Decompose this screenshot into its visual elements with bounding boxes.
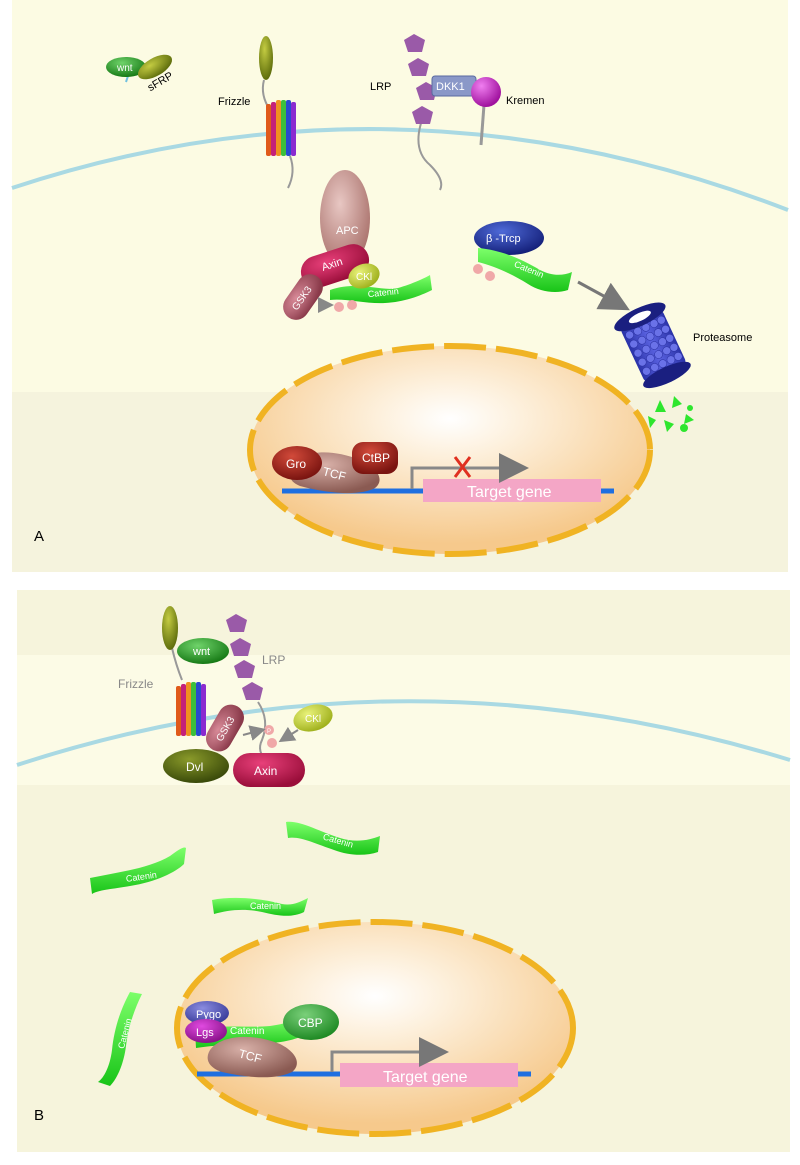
lrp-domain-4	[412, 106, 433, 124]
cbp-label: CBP	[298, 1016, 323, 1030]
kremen-protein	[471, 77, 501, 107]
catenin-a1-label: Catenin	[367, 286, 399, 299]
ckl-protein-b	[293, 704, 333, 732]
phospho-a4	[485, 271, 495, 281]
axin-label-b: Axin	[254, 764, 277, 778]
frizzle-label: Frizzle	[218, 96, 250, 108]
lgs-protein	[185, 1019, 227, 1043]
target-gene-a-label: Target gene	[467, 484, 552, 501]
catenin-a2	[478, 248, 572, 292]
lrp-domain-2	[408, 58, 429, 76]
transcription-arrow-a	[410, 453, 529, 489]
apc-protein	[320, 170, 370, 266]
frizzle-receptor-a: Frizzle	[218, 36, 296, 189]
proteasome: Proteasome	[614, 302, 752, 389]
ckl-label-b: CKl	[305, 714, 321, 725]
axin-protein-b	[233, 753, 305, 787]
tcf-protein-b	[207, 1036, 297, 1078]
catenin-nuclear-label: Catenin	[230, 1026, 264, 1037]
frizzle-receptor-b: Frizzle wnt	[118, 606, 229, 736]
phospho-a2	[347, 300, 357, 310]
frizzle-crd	[259, 36, 273, 80]
lrp-b-domain-2	[230, 638, 251, 656]
lrp-label-b: LRP	[262, 653, 285, 667]
proteasome-label: Proteasome	[693, 332, 752, 344]
gro-protein	[272, 446, 322, 480]
kremen-label: Kremen	[506, 95, 545, 107]
wnt-ligand-b	[177, 638, 229, 664]
panel-b-letter: B	[34, 1107, 44, 1124]
catenin-fragments	[648, 396, 694, 432]
panel-b: Frizzle wnt LRP P GSK3 CKl Dvl	[16, 590, 791, 1152]
btrcp-label: β -Trcp	[486, 233, 521, 245]
frizzle-crd-b	[162, 606, 178, 650]
ckl-label: CKl	[356, 272, 372, 283]
phospho-a3	[473, 264, 483, 274]
lrp-tail	[417, 119, 443, 191]
phospho-b1	[264, 725, 274, 735]
lrp-b-domain-3	[234, 660, 255, 678]
lrp-dkk1-kremen-complex: LRP DKK1 Kremen	[370, 34, 545, 191]
panel-a-letter: A	[34, 528, 44, 545]
lgs-label: Lgs	[196, 1027, 214, 1039]
cell-membrane-b	[16, 699, 791, 767]
lrp-domain-1	[404, 34, 425, 52]
catenin-free-2	[286, 821, 380, 855]
lrp-b-domain-1	[226, 614, 247, 632]
tcf-label-a: TCF	[321, 464, 347, 484]
dvl-protein	[163, 749, 229, 783]
blocked-x-icon	[453, 456, 472, 478]
nucleus-b: Target gene Catenin TCF Pygo Lgs CBP	[174, 919, 576, 1137]
gsk3-protein	[283, 274, 323, 320]
btrcp-protein	[474, 221, 544, 255]
sfrp-protein	[137, 54, 173, 80]
signalosome-b: GSK3 CKl Dvl Axin	[163, 704, 333, 787]
gro-label: Gro	[286, 457, 306, 471]
free-catenins: Catenin Catenin Catenin Catenin	[90, 821, 380, 1086]
wnt-label: wnt	[116, 63, 133, 74]
cell-membrane-a	[11, 127, 789, 212]
panel-a: wnt sFRP Frizzle LRP DKK1	[11, 0, 789, 572]
ctbp-label: CtBP	[362, 451, 390, 465]
apc-label: APC	[336, 225, 359, 237]
wnt-label-b: wnt	[192, 646, 210, 658]
cbp-protein	[283, 1004, 339, 1040]
dvl-label: Dvl	[186, 760, 203, 774]
tcf-label-b: TCF	[237, 1047, 263, 1067]
catenin-free-3-label: Catenin	[250, 901, 281, 911]
phospho-a1	[334, 302, 344, 312]
pygo-label: Pygo	[196, 1009, 221, 1021]
catenin-a1	[330, 275, 432, 304]
ckl-protein	[348, 263, 380, 289]
target-gene-b-label: Target gene	[383, 1069, 468, 1086]
transcription-arrow-b	[330, 1037, 449, 1072]
ctbp-protein	[352, 442, 398, 474]
gsk3-protein-b	[206, 704, 244, 752]
catenin-free-1-label: Catenin	[125, 870, 157, 884]
target-gene-b-box	[340, 1063, 518, 1087]
destruction-complex: APC Axin GSK3 Catenin CKl	[283, 170, 432, 320]
pygo-protein	[185, 1001, 229, 1025]
catenin-nuclear	[195, 1018, 302, 1048]
catenin-free-3	[212, 897, 308, 916]
phospho-b1-label: P	[267, 729, 271, 735]
catenin-free-4	[98, 992, 142, 1086]
lrp-label: LRP	[370, 81, 391, 93]
catenin-free-1	[90, 847, 186, 894]
dkk1-label: DKK1	[436, 81, 465, 93]
nucleus-a: Target gene TCF Gro CtBP	[247, 343, 653, 557]
phospho-b2	[267, 738, 277, 748]
lrp-b-domain-4	[242, 682, 263, 700]
panel-b-cytoplasm-band	[17, 655, 790, 785]
wnt-ligand	[106, 57, 146, 77]
target-gene-a-box	[423, 479, 601, 502]
frizzle-label-b: Frizzle	[118, 677, 154, 691]
